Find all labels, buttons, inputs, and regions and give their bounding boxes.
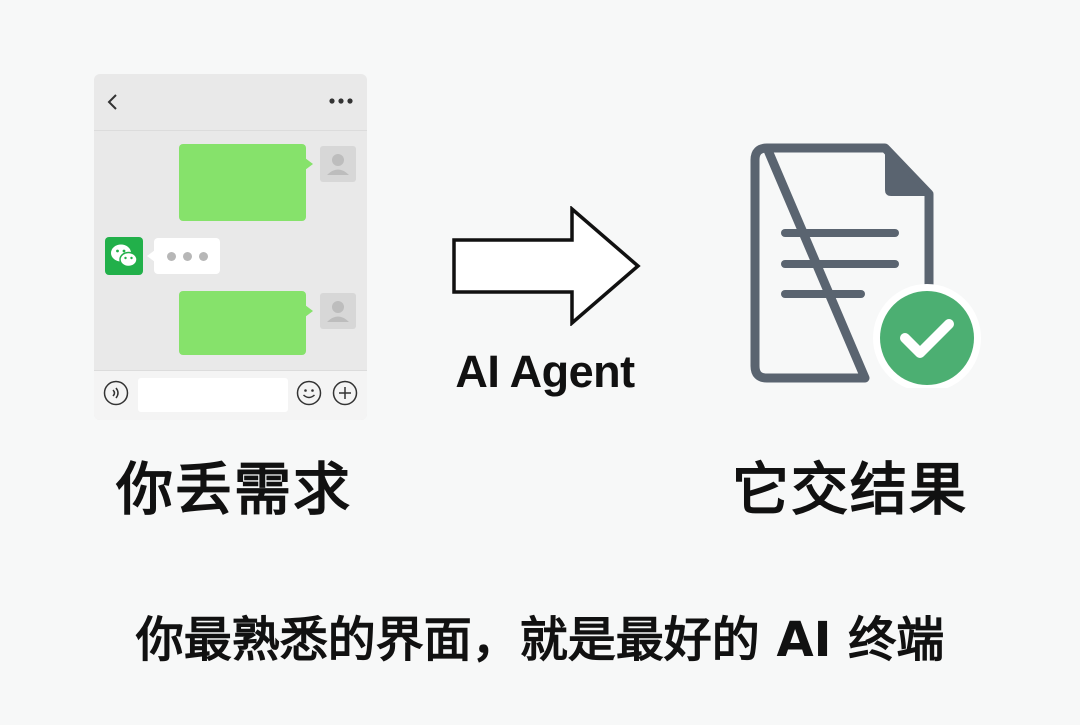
right-caption: 它交结果 (732, 457, 968, 523)
chat-window (94, 74, 367, 420)
typing-dot (167, 252, 176, 261)
chat-input-bar (94, 370, 367, 420)
person-icon (327, 154, 349, 175)
sent-message-bubble (179, 144, 313, 221)
left-caption: 你丢需求 (116, 457, 352, 523)
agent-label: AI Agent (455, 346, 635, 397)
document-icon (750, 143, 981, 388)
more-dots-icon[interactable] (328, 96, 354, 106)
check-circle-icon (873, 284, 981, 388)
typing-dot (183, 252, 192, 261)
sent-message-bubble (179, 291, 313, 355)
message-input[interactable] (138, 378, 288, 412)
emoji-icon[interactable] (296, 380, 322, 406)
voice-icon[interactable] (103, 380, 129, 406)
typing-indicator (147, 238, 220, 274)
plus-icon[interactable] (332, 380, 358, 406)
typing-dot (199, 252, 208, 261)
user-avatar (320, 146, 356, 182)
person-icon (327, 301, 349, 322)
user-avatar (320, 293, 356, 329)
chat-header (94, 74, 367, 131)
wechat-logo-icon (105, 237, 143, 275)
tagline: 你最熟悉的界面，就是最好的 AI 终端 (135, 612, 945, 668)
back-chevron-icon[interactable] (106, 93, 120, 111)
right-arrow (452, 206, 641, 326)
